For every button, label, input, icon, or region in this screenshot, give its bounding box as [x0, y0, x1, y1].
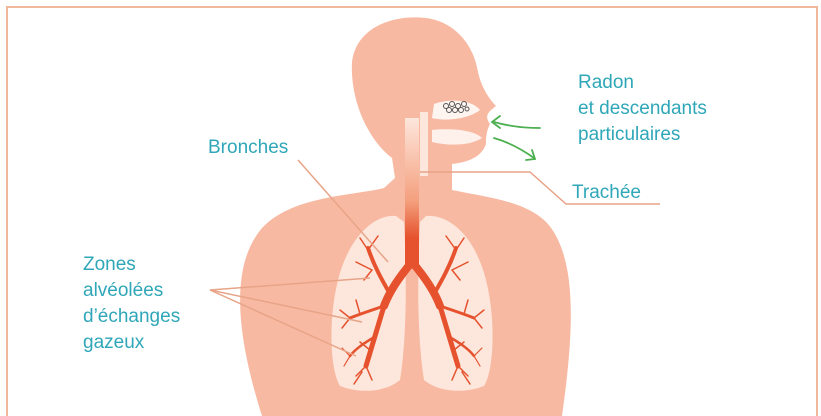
label-zones-alveolees: Zones alvéolées d’échanges gazeux [83, 252, 180, 356]
airflow-arrows [492, 116, 540, 160]
label-trachee: Trachée [572, 180, 641, 206]
inhale-arrow [494, 122, 540, 128]
label-radon: Radon et descendants particulaires [578, 70, 707, 148]
pharynx [420, 112, 428, 176]
label-bronches: Bronches [208, 135, 288, 161]
trachea [405, 118, 419, 268]
exhale-arrow [494, 138, 534, 158]
